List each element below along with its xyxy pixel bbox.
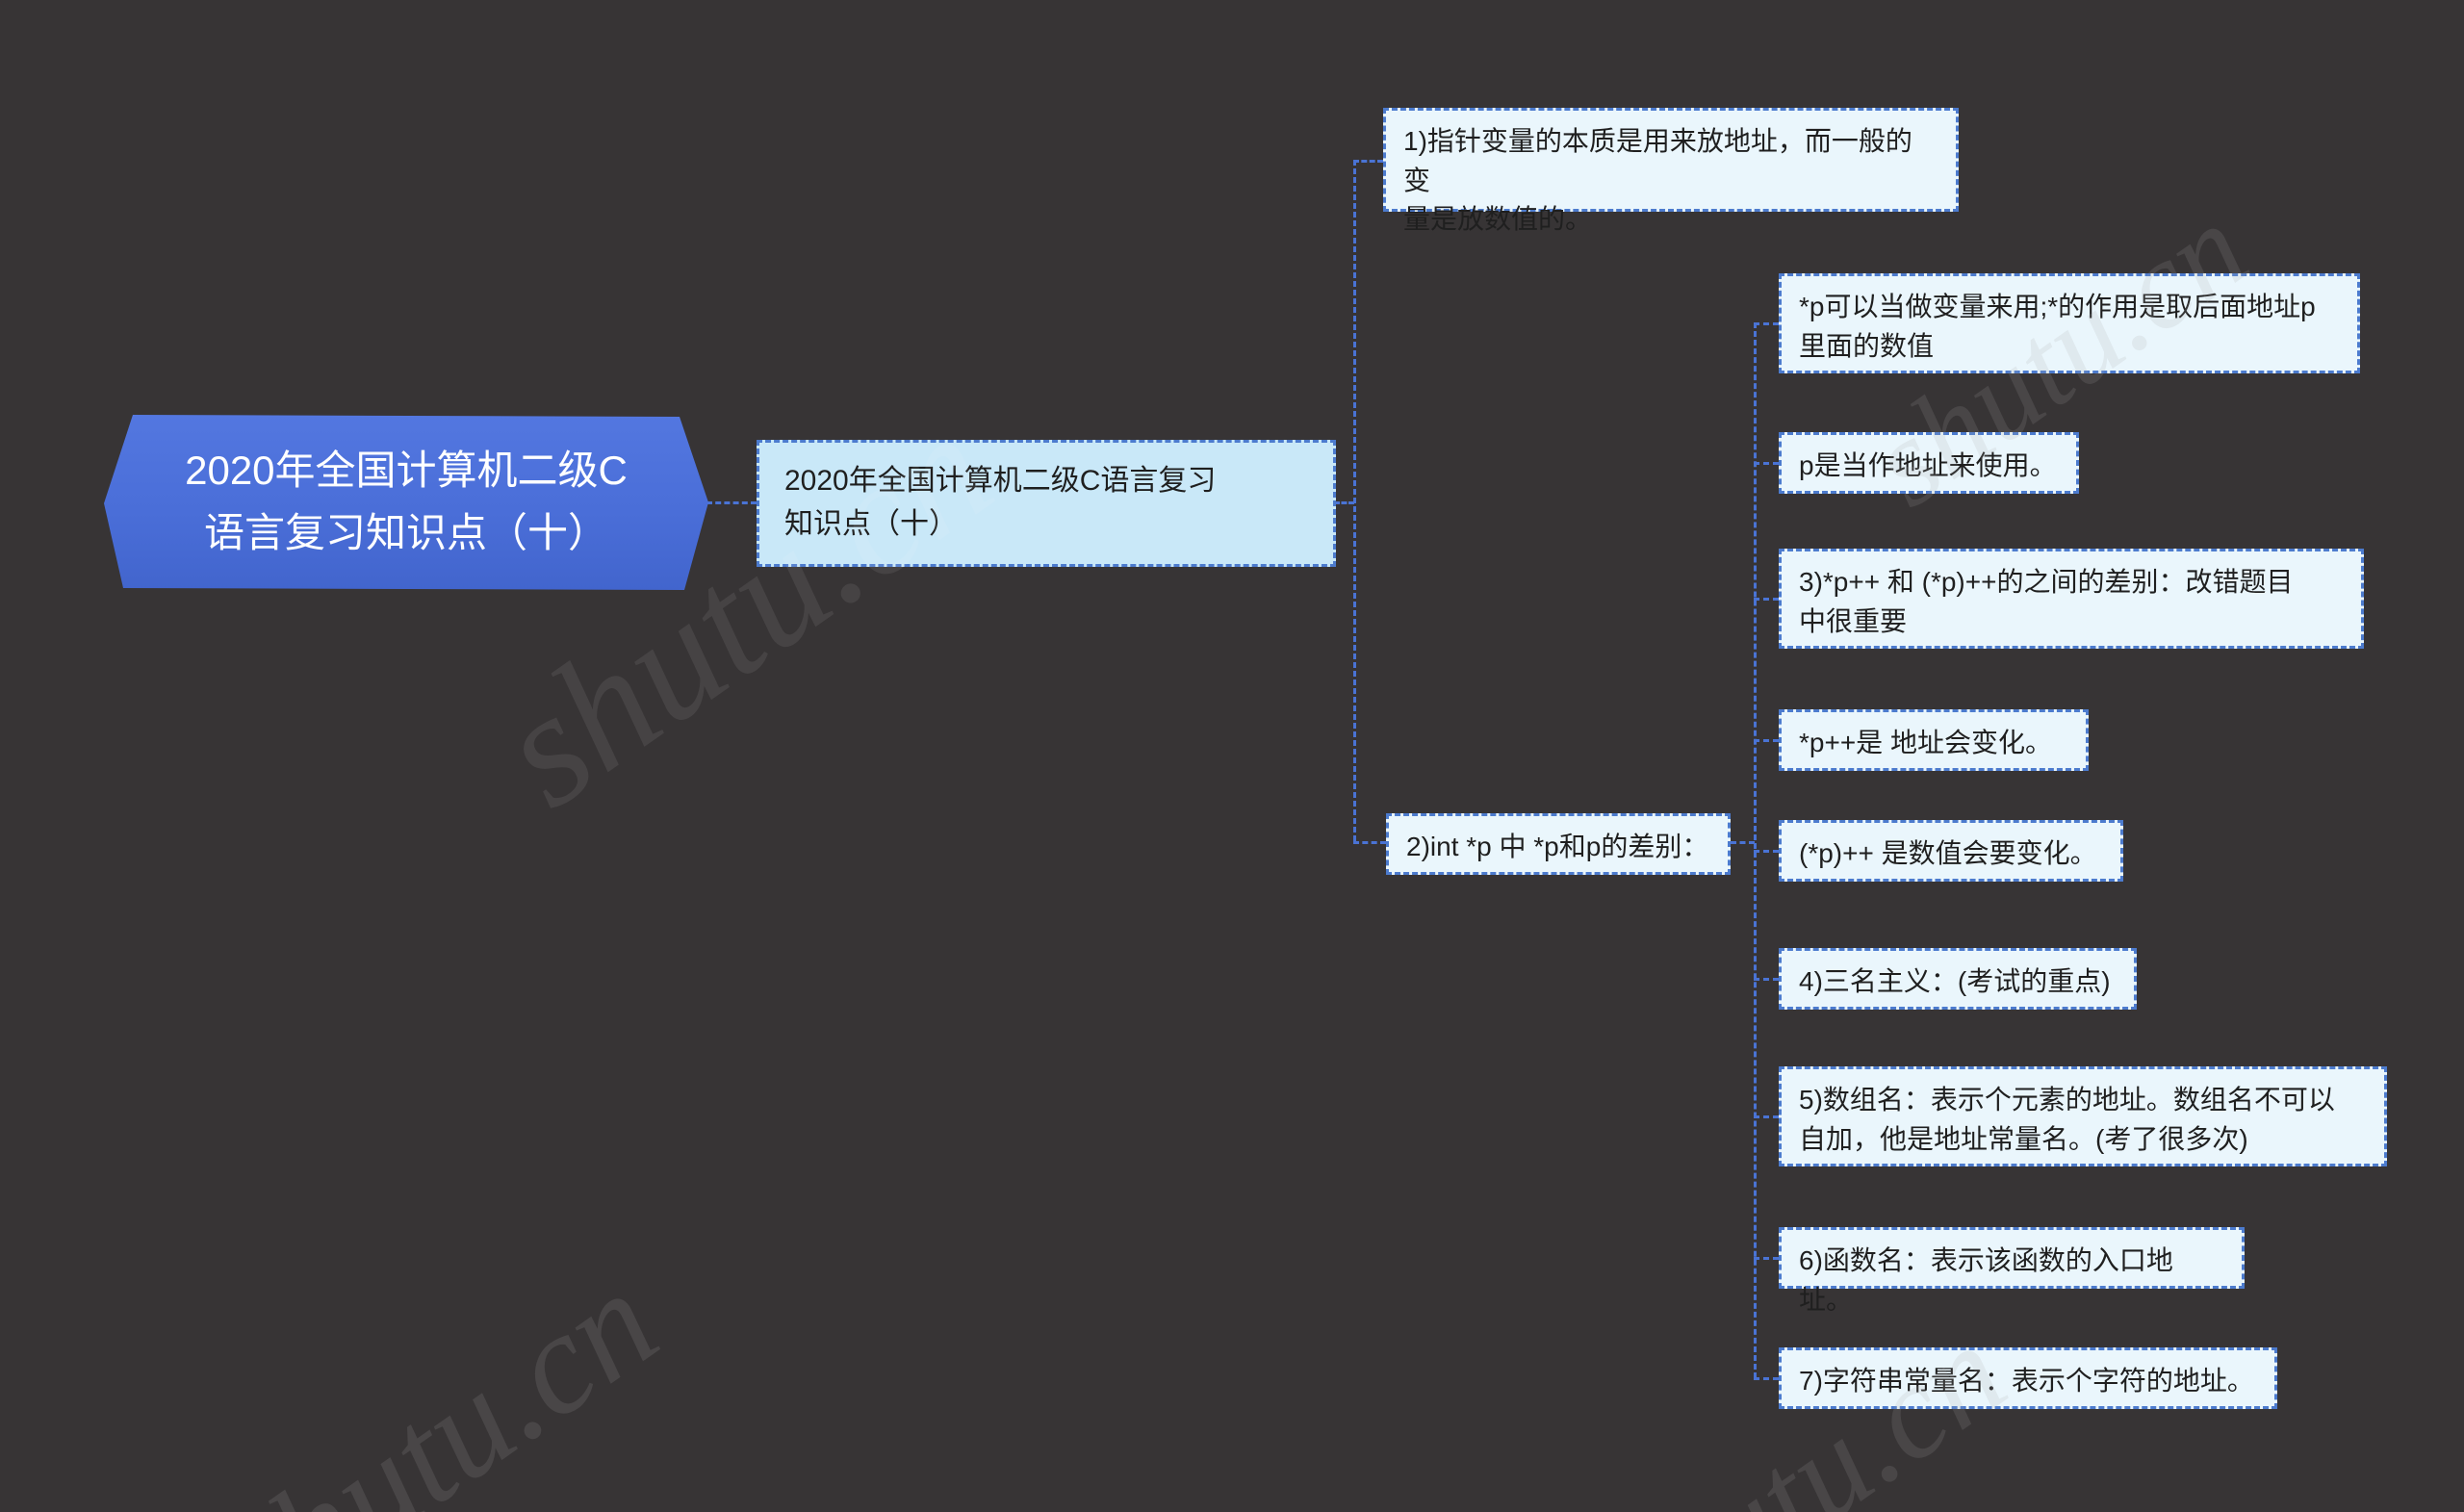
child-node-2[interactable]: p是当作地址来使用。 — [1779, 432, 2079, 494]
child-node-5[interactable]: (*p)++ 是数值会要变化。 — [1779, 820, 2123, 882]
connector-trunk-level1 — [1353, 160, 1356, 841]
connector-stub-branch2 — [1353, 841, 1386, 844]
connector-branch2-to-trunk — [1731, 841, 1755, 844]
connector-stub-child — [1754, 462, 1779, 465]
central-topic-node[interactable]: 2020年全国计算机二级C语言复习 知识点（十） — [757, 440, 1336, 567]
branch-node-2[interactable]: 2)int *p 中 *p和p的差别： — [1386, 813, 1731, 875]
connector-stub-child — [1754, 598, 1779, 601]
connector-stub-child — [1754, 850, 1779, 853]
branch-node-1[interactable]: 1)指针变量的本质是用来放地址，而一般的变 量是放数值的。 — [1383, 108, 1959, 234]
root-topic-node[interactable]: 2020年全国计算机二级C 语言复习知识点（十） — [104, 415, 708, 590]
child-node-3[interactable]: 3)*p++ 和 (*p)++的之间的差别：改错题目 中很重要 — [1779, 549, 2364, 649]
connector-stub-child — [1754, 322, 1779, 325]
connector-stub-child — [1754, 978, 1779, 981]
connector-stub-child — [1754, 1377, 1779, 1380]
child-node-6[interactable]: 4)三名主义：(考试的重点) — [1779, 948, 2137, 1010]
connector-stub-child — [1754, 1115, 1779, 1118]
connector-root-to-central — [706, 501, 757, 504]
connector-stub-branch1 — [1353, 160, 1383, 163]
child-node-7[interactable]: 5)数组名：表示个元素的地址。数组名不可以 自加，他是地址常量名。(考了很多次) — [1779, 1066, 2387, 1166]
watermark-text: shutu.cn — [194, 1240, 684, 1512]
child-node-4[interactable]: *p++是 地址会变化。 — [1779, 709, 2089, 771]
connector-central-to-trunk — [1334, 501, 1354, 504]
connector-stub-child — [1754, 739, 1779, 742]
child-node-9[interactable]: 7)字符串常量名：表示个字符的地址。 — [1779, 1347, 2277, 1409]
connector-stub-child — [1754, 1257, 1779, 1260]
child-node-1[interactable]: *p可以当做变量来用;*的作用是取后面地址p 里面的数值 — [1779, 273, 2360, 373]
child-node-8[interactable]: 6)函数名：表示该函数的入口地址。 — [1779, 1227, 2245, 1315]
